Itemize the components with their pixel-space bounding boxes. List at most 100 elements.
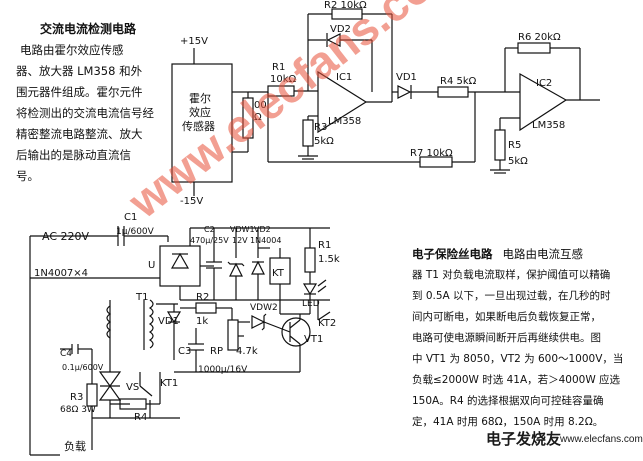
led bbox=[302, 283, 318, 296]
label-vdw1: VDW1 bbox=[230, 225, 255, 234]
bottom-desc-line: 间内可断电，如果断电后负载恢复正常， bbox=[412, 311, 601, 323]
label-load: 负载 bbox=[64, 439, 86, 453]
label-c4: C4 bbox=[60, 349, 72, 359]
transformer-t1-coil bbox=[148, 299, 154, 349]
label-vplus: +15V bbox=[180, 36, 208, 47]
top-desc-line: 精密整流电路整流、放大 bbox=[16, 127, 143, 141]
label-kt2: KT2 bbox=[318, 318, 336, 329]
label-kt: KT bbox=[272, 268, 285, 279]
wire bbox=[263, 321, 291, 333]
label-r3-bottom-val: 68Ω 3W bbox=[60, 405, 96, 415]
resistor-r4 bbox=[437, 86, 469, 98]
label-r5: R5 bbox=[508, 140, 521, 151]
label-c3-val: 1000μ/16V bbox=[198, 365, 248, 375]
label-r3-val: 5kΩ bbox=[314, 136, 334, 147]
label-ic2: IC2 bbox=[536, 78, 552, 89]
label-vminus: -15V bbox=[180, 196, 203, 207]
resistor-r2-bottom bbox=[195, 302, 217, 314]
label-r5-val: 5kΩ bbox=[508, 156, 528, 167]
site-logo: 电子发烧友 www.elecfans.com bbox=[486, 428, 643, 458]
resistor-r3-bottom bbox=[86, 383, 98, 407]
label-vdw1-val: 12V bbox=[232, 236, 248, 245]
label-rp: RP bbox=[210, 346, 223, 357]
top-circuit-description: 电路由霍尔效应传感 器、放大器 LM358 和外 围元器件组成。霍尔元件 将检测… bbox=[16, 40, 154, 187]
hall-sensor-box bbox=[171, 63, 233, 183]
label-r4: R4 5kΩ bbox=[440, 76, 477, 87]
top-desc-line: 电路由霍尔效应传感 bbox=[20, 43, 124, 57]
label-c2: C2 bbox=[204, 225, 215, 234]
label-r1: R1 bbox=[272, 62, 285, 73]
label-led: LED bbox=[302, 299, 320, 309]
led-ray bbox=[317, 279, 327, 287]
transistor-vt1 bbox=[281, 317, 311, 347]
resistor-r5 bbox=[494, 129, 506, 161]
label-vd2: VD2 bbox=[330, 24, 351, 35]
resistor-r3 bbox=[302, 119, 314, 147]
label-vdw2: VDW2 bbox=[250, 303, 278, 313]
label-vs: VS bbox=[126, 382, 139, 393]
triac-vs bbox=[98, 384, 122, 401]
schematic-page: 交流电流检测电路 电路由霍尔效应传感 器、放大器 LM358 和外 围元器件组成… bbox=[16, 0, 643, 458]
led-ray bbox=[317, 285, 327, 293]
transistor-vt1-emitter bbox=[289, 335, 301, 345]
zener-vdw1-bar bbox=[227, 261, 245, 267]
label-c2-val: 470μ/25V bbox=[190, 236, 229, 245]
relay-kt1-contact bbox=[139, 385, 153, 397]
diode-vd2-bottom bbox=[251, 260, 265, 275]
label-sensor-1: 霍尔 bbox=[189, 92, 211, 105]
label-sensor-3: 传感器 bbox=[182, 120, 215, 133]
site-logo-url: www.elecfans.com bbox=[560, 434, 643, 445]
top-desc-line: 后输出的是脉动直流信 bbox=[16, 148, 131, 162]
label-r1-bottom: R1 bbox=[318, 240, 331, 251]
opamp-ic2 bbox=[519, 72, 568, 132]
label-r4-bottom: R4 bbox=[134, 412, 147, 423]
label-c1: C1 bbox=[124, 212, 137, 223]
label-vt1: VT1 bbox=[304, 334, 323, 345]
label-r2-bottom: R2 bbox=[196, 292, 209, 303]
label-lm358-2: LM358 bbox=[532, 120, 565, 131]
bottom-desc-line: 定，41A 时用 68Ω，150A 时用 8.2Ω。 bbox=[412, 416, 604, 428]
label-c1-val: 1μ/600V bbox=[116, 227, 155, 237]
bridge-rectifier-u bbox=[159, 245, 201, 287]
label-r6: R6 20kΩ bbox=[518, 32, 561, 43]
relay-kt2-contact bbox=[317, 311, 331, 321]
label-r3: R3 bbox=[314, 122, 327, 133]
bottom-desc-line: 器 T1 对负载电流取样，保护阈值可以精确 bbox=[412, 269, 611, 281]
resistor-r6 bbox=[517, 42, 551, 54]
label-r1-val: 10kΩ bbox=[270, 74, 297, 85]
bottom-desc-line: 电路由电流互感 bbox=[502, 247, 584, 261]
bottom-desc-line: 负载≤2000W 时选 41A，若＞4000W 应选 bbox=[412, 374, 621, 386]
top-circuit-title: 交流电流检测电路 bbox=[40, 22, 137, 36]
label-vd2-bottom-val: 1N4004 bbox=[250, 236, 281, 245]
label-vd1: VD1 bbox=[396, 72, 417, 83]
label-u: U bbox=[148, 260, 155, 271]
bottom-circuit-description: 电子保险丝电路电路由电流互感 器 T1 对负载电流取样，保护阈值可以精确 到 0… bbox=[412, 244, 624, 433]
label-r2: R2 10kΩ bbox=[324, 0, 367, 11]
label-lm358-1: LM358 bbox=[328, 116, 361, 127]
top-desc-line: 将检测出的交流电流信号经 bbox=[16, 106, 154, 120]
bottom-desc-first-line: 电子保险丝电路电路由电流互感 bbox=[412, 244, 614, 265]
top-desc-line: 器、放大器 LM358 和外 bbox=[16, 64, 143, 78]
schematic-drawing: +15V -15V 霍尔 效应 传感器 00 Ω R1 10kΩ R2 10kΩ… bbox=[29, 0, 600, 456]
top-desc-line: 围元器件组成。霍尔元件 bbox=[16, 85, 143, 99]
label-c4-val: 0.1μ/600V bbox=[62, 363, 104, 372]
label-r-partial-b: Ω bbox=[254, 112, 262, 123]
transistor-vt1-collector bbox=[289, 319, 301, 329]
label-vd2-bottom: VD2 bbox=[254, 225, 271, 234]
bottom-circuit-title: 电子保险丝电路 bbox=[412, 247, 493, 261]
opamp-ic1 bbox=[317, 70, 368, 134]
label-vd1-bottom: VD1 bbox=[158, 316, 179, 327]
bottom-desc-line: 中 VT1 为 8050，VT2 为 600～1000V，当 bbox=[412, 353, 624, 365]
diode-vd1 bbox=[397, 85, 412, 99]
bridge-diode-symbol bbox=[170, 252, 190, 269]
bottom-desc-line: 到 0.5A 以下，一旦出现过载，在几秒的时 bbox=[412, 290, 611, 302]
label-ac: AC 220V bbox=[42, 230, 90, 243]
label-ic1: IC1 bbox=[336, 72, 352, 83]
site-logo-cn: 电子发烧友 bbox=[486, 430, 562, 448]
bottom-desc-line: 150A。R4 的选择根据双向可控硅容量确 bbox=[412, 395, 604, 407]
zener-vdw2 bbox=[251, 315, 266, 329]
label-r2-bottom-val: 1k bbox=[196, 316, 208, 327]
label-r-partial-a: 00 bbox=[254, 100, 267, 111]
label-sensor-2: 效应 bbox=[189, 105, 211, 119]
transformer-t1-primary bbox=[106, 305, 112, 339]
